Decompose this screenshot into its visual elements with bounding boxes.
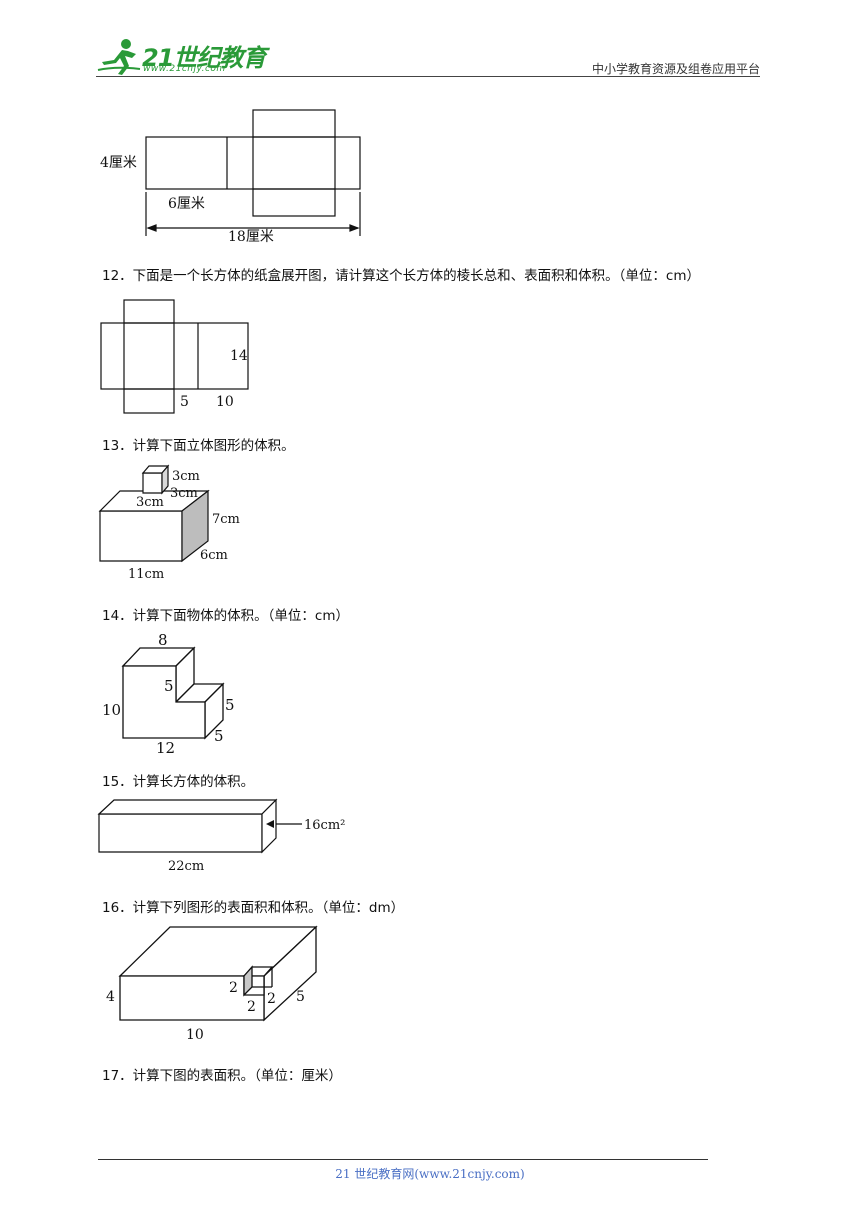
fig13-height: 7cm — [212, 512, 240, 527]
fig16-cut-height-label: 2 — [229, 980, 238, 996]
fig12-a-label: 5 — [180, 394, 189, 410]
fig13-cube-width: 3cm — [136, 495, 164, 510]
question-16: 16．计算下列图形的表面积和体积。（单位：dm） — [102, 900, 405, 916]
fig11-total-label: 18厘米 — [228, 229, 274, 244]
fig13-cube-height: 3cm — [172, 469, 200, 484]
figure-13-solid: 3cm 3cm 3cm 7cm 6cm 11cm — [98, 464, 240, 582]
fig14-top-label: 8 — [158, 631, 168, 649]
fig13-depth: 6cm — [200, 548, 228, 563]
question-17: 17．计算下图的表面积。（单位：厘米） — [102, 1068, 342, 1084]
fig14-right-label: 5 — [225, 696, 235, 714]
fig16-height-label: 4 — [106, 989, 115, 1005]
figure-11-net: 4厘米 6厘米 18厘米 — [100, 109, 361, 244]
fig12-height-label: 14 — [230, 348, 248, 364]
runner-logo-icon — [97, 39, 141, 75]
fig11-height-label: 4厘米 — [100, 155, 137, 171]
fig11-width-label: 6厘米 — [168, 196, 205, 212]
fig13-length: 11cm — [128, 567, 164, 582]
fig16-length-label: 10 — [186, 1027, 204, 1043]
fig16-cut-depth-label: 2 — [267, 991, 276, 1007]
fig14-step-label: 5 — [164, 677, 174, 695]
question-13: 13．计算下面立体图形的体积。 — [102, 438, 295, 454]
header-slogan: 中小学教育资源及组卷应用平台 — [591, 62, 760, 76]
figure-16-solid: 4 2 2 2 5 10 — [106, 925, 318, 1043]
fig15-length-label: 22cm — [168, 859, 204, 874]
fig14-bottom-label: 12 — [156, 739, 175, 756]
footer-divider — [98, 1159, 708, 1160]
header-divider — [96, 76, 760, 77]
figure-15-cuboid: 16cm² 22cm — [97, 798, 345, 874]
fig13-cube-depth: 3cm — [170, 486, 198, 501]
figure-12-net: 14 5 10 — [100, 299, 249, 414]
logo-text: 21世纪教育 — [142, 44, 266, 72]
fig15-area-label: 16cm² — [304, 818, 345, 833]
footer-text: 21 世纪教育网(www.21cnjy.com) — [335, 1167, 525, 1181]
fig14-depth-label: 5 — [214, 727, 224, 745]
logo — [96, 36, 266, 76]
logo-url: www.21cnjy.com — [143, 64, 226, 74]
question-15: 15．计算长方体的体积。 — [102, 774, 255, 790]
question-14: 14．计算下面物体的体积。（单位：cm） — [102, 608, 350, 624]
fig14-left-label: 10 — [102, 701, 121, 719]
fig16-depth-label: 5 — [296, 989, 305, 1005]
fig12-b-label: 10 — [216, 394, 234, 410]
figure-14-solid: 8 5 10 5 5 12 — [102, 631, 235, 756]
fig16-cut-width-label: 2 — [247, 999, 256, 1015]
question-12: 12．下面是一个长方体的纸盒展开图，请计算这个长方体的棱长总和、表面积和体积。（… — [102, 268, 700, 284]
